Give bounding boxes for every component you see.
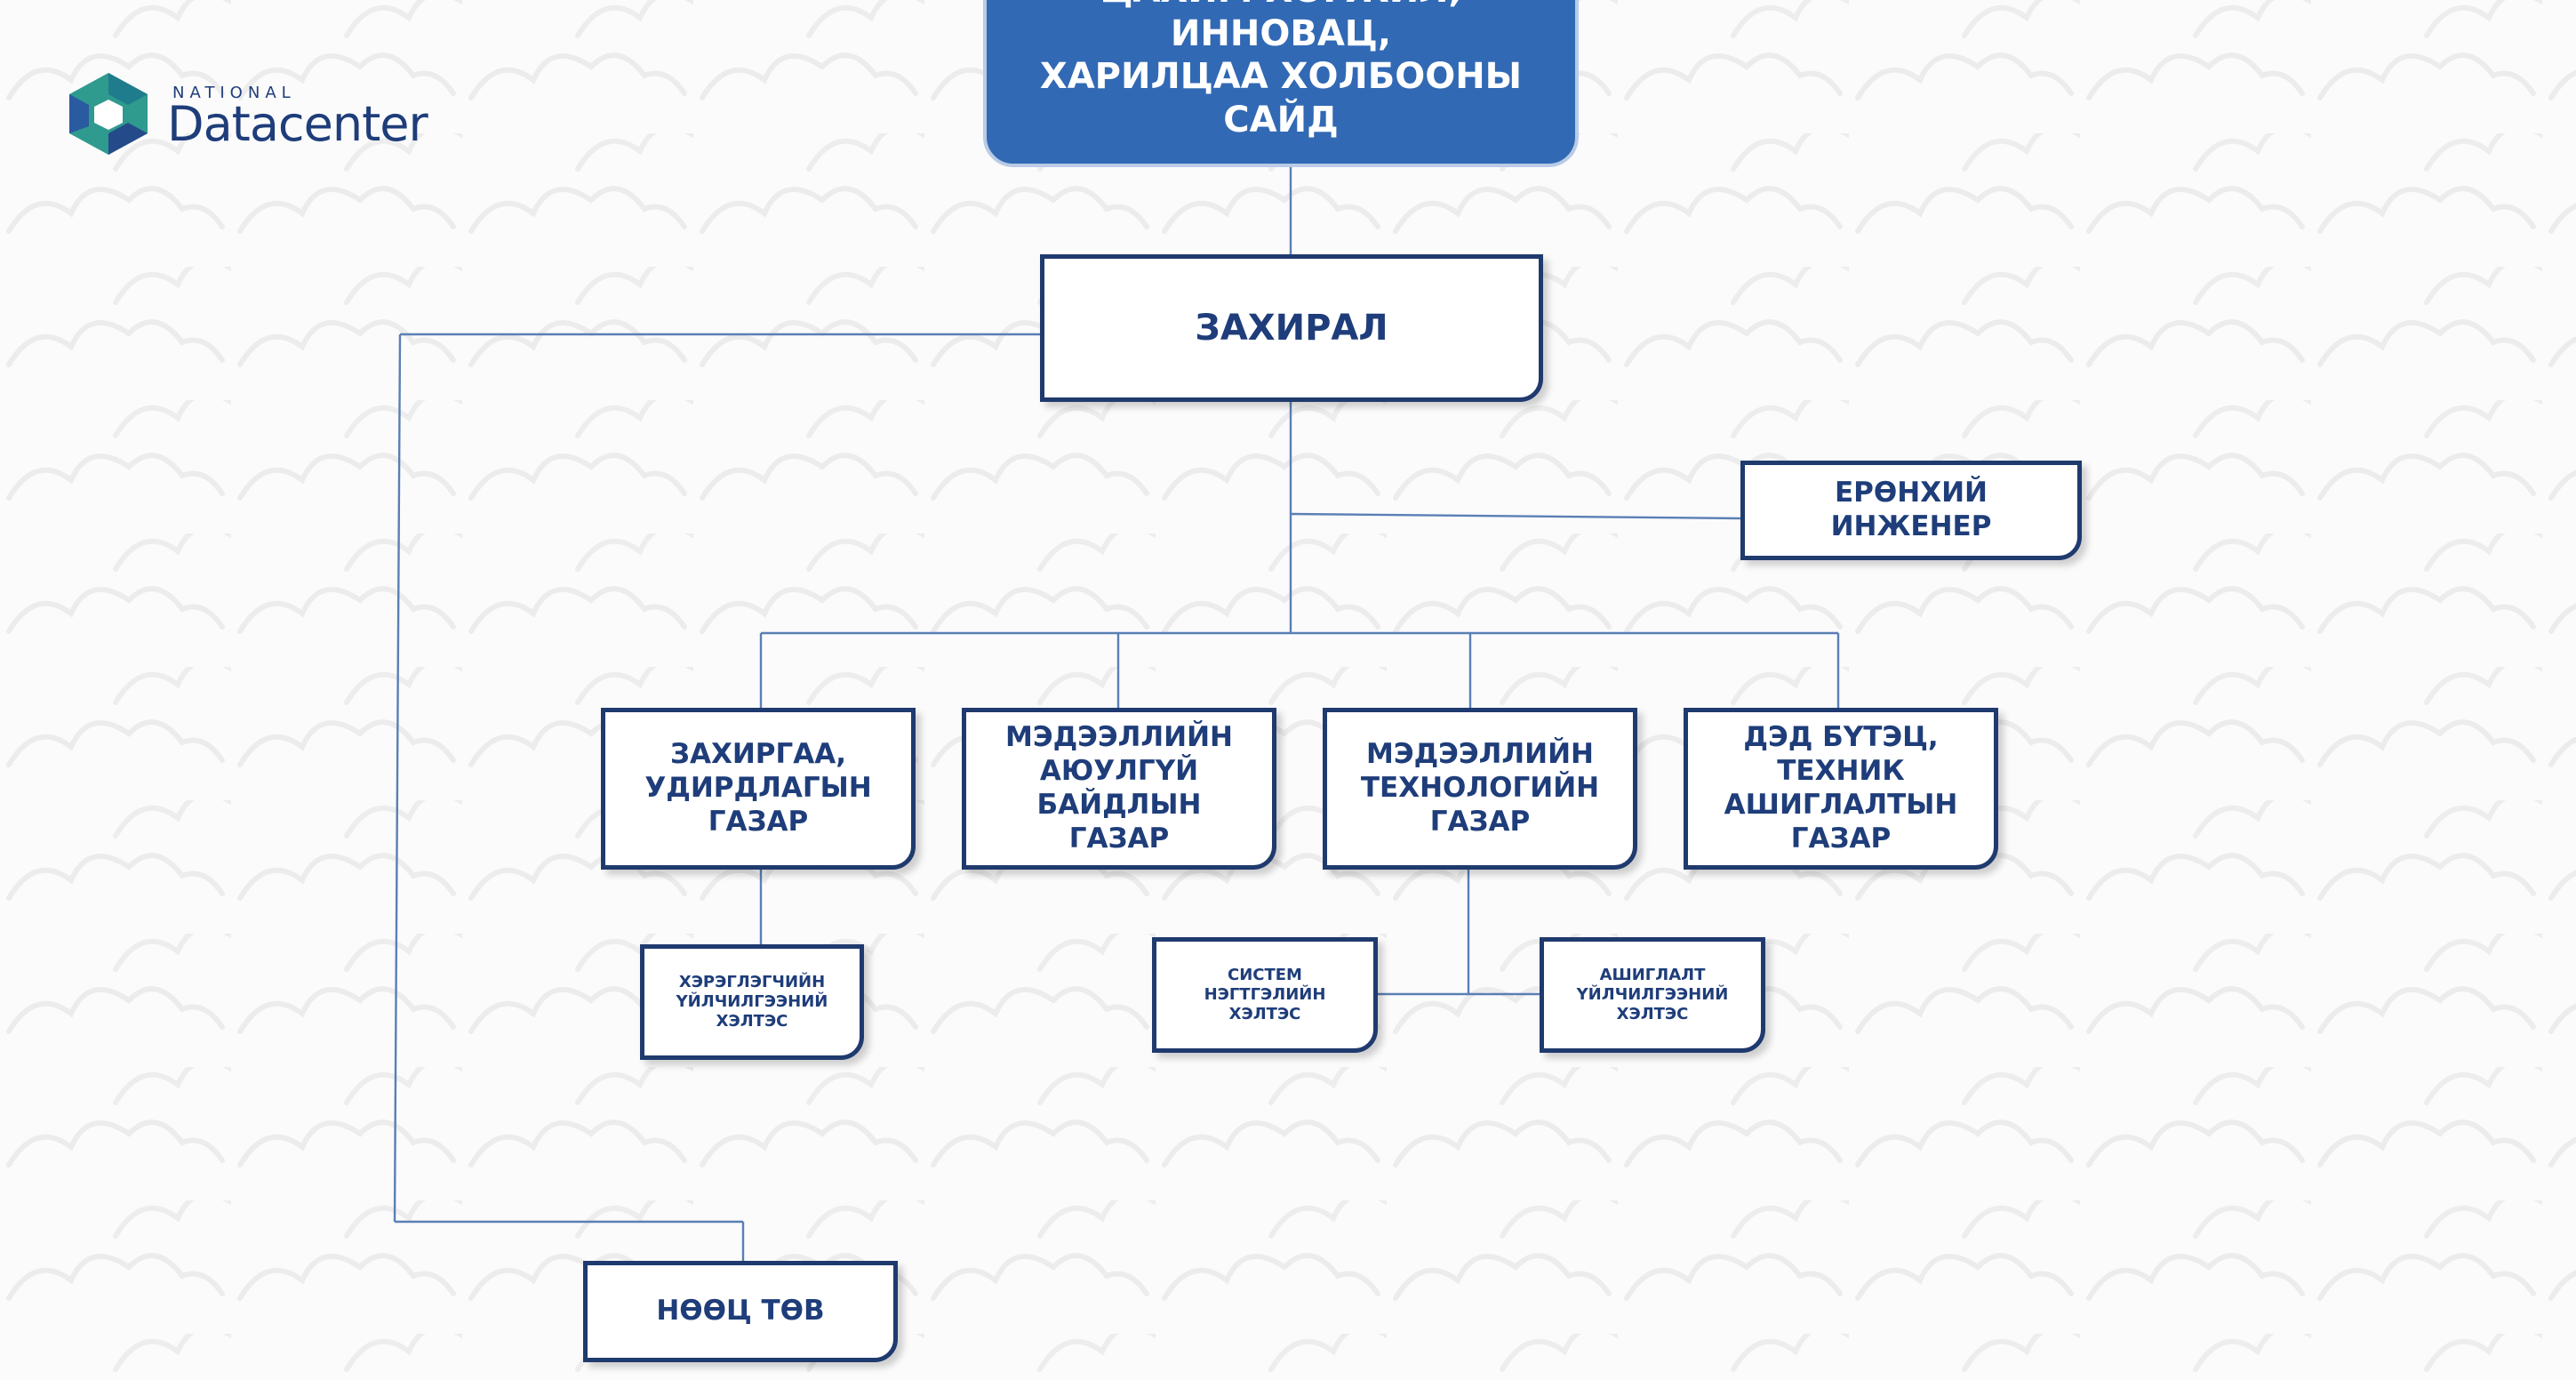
connector-director-backup-vertical [393,333,402,1223]
director-box: ЗАХИРАЛ [1040,254,1543,402]
admin-department-box: ЗАХИРГАА, УДИРДЛАГЫН ГАЗАР [601,708,916,870]
logo-datacenter-text: Datacenter [167,96,428,152]
security-department-label: МЭДЭЭЛЛИЙН АЮУЛГҮЙ БАЙДЛЫН ГАЗАР [1004,721,1234,854]
security-department-box: МЭДЭЭЛЛИЙН АЮУЛГҮЙ БАЙДЛЫН ГАЗАР [962,708,1276,870]
technology-department-label: МЭДЭЭЛЛИЙН ТЕХНОЛОГИЙН ГАЗАР [1360,738,1600,838]
backup-center-label: НӨӨЦ ТӨВ [656,1295,825,1328]
operation-service-unit-label: АШИГЛАЛТ ҮЙЛЧИЛГЭЭНИЙ ХЭЛТЭС [1576,966,1729,1023]
director-label: ЗАХИРАЛ [1195,307,1388,349]
operation-service-unit-box: АШИГЛАЛТ ҮЙЛЧИЛГЭЭНИЙ ХЭЛТЭС [1540,937,1765,1053]
minister-box: ЦАХИМ ХӨГЖИЛ, ИННОВАЦ, ХАРИЛЦАА ХОЛБООНЫ… [983,0,1579,167]
national-datacenter-logo: NATIONAL Datacenter [59,69,468,167]
system-integration-unit-label: СИСТЕМ НЭГТГЭЛИЙН ХЭЛТЭС [1204,966,1326,1023]
customer-service-unit-label: ХЭРЭГЛЭГЧИЙН ҮЙЛЧИЛГЭЭНИЙ ХЭЛТЭС [676,973,828,1031]
infrastructure-department-label: ДЭД БҮТЭЦ, ТЕХНИК АШИГЛАЛТЫН ГАЗАР [1724,721,1958,854]
datacenter-logo-icon [69,73,148,155]
backup-center-box: НӨӨЦ ТӨВ [583,1261,898,1362]
logo-national-text: NATIONAL [172,84,296,102]
chief-engineer-box: ЕРӨНХИЙ ИНЖЕНЕР [1740,461,2082,560]
infrastructure-department-box: ДЭД БҮТЭЦ, ТЕХНИК АШИГЛАЛТЫН ГАЗАР [1684,708,1998,870]
admin-department-label: ЗАХИРГАА, УДИРДЛАГЫН ГАЗАР [644,738,872,838]
chief-engineer-label: ЕРӨНХИЙ ИНЖЕНЕР [1830,477,1992,542]
system-integration-unit-box: СИСТЕМ НЭГТГЭЛИЙН ХЭЛТЭС [1152,937,1378,1053]
customer-service-unit-box: ХЭРЭГЛЭГЧИЙН ҮЙЛЧИЛГЭЭНИЙ ХЭЛТЭС [640,944,864,1060]
minister-label: ЦАХИМ ХӨГЖИЛ, ИННОВАЦ, ХАРИЛЦАА ХОЛБООНЫ… [1039,0,1523,141]
technology-department-box: МЭДЭЭЛЛИЙН ТЕХНОЛОГИЙН ГАЗАР [1323,708,1637,870]
connector-chief-engineer [1290,512,1741,520]
